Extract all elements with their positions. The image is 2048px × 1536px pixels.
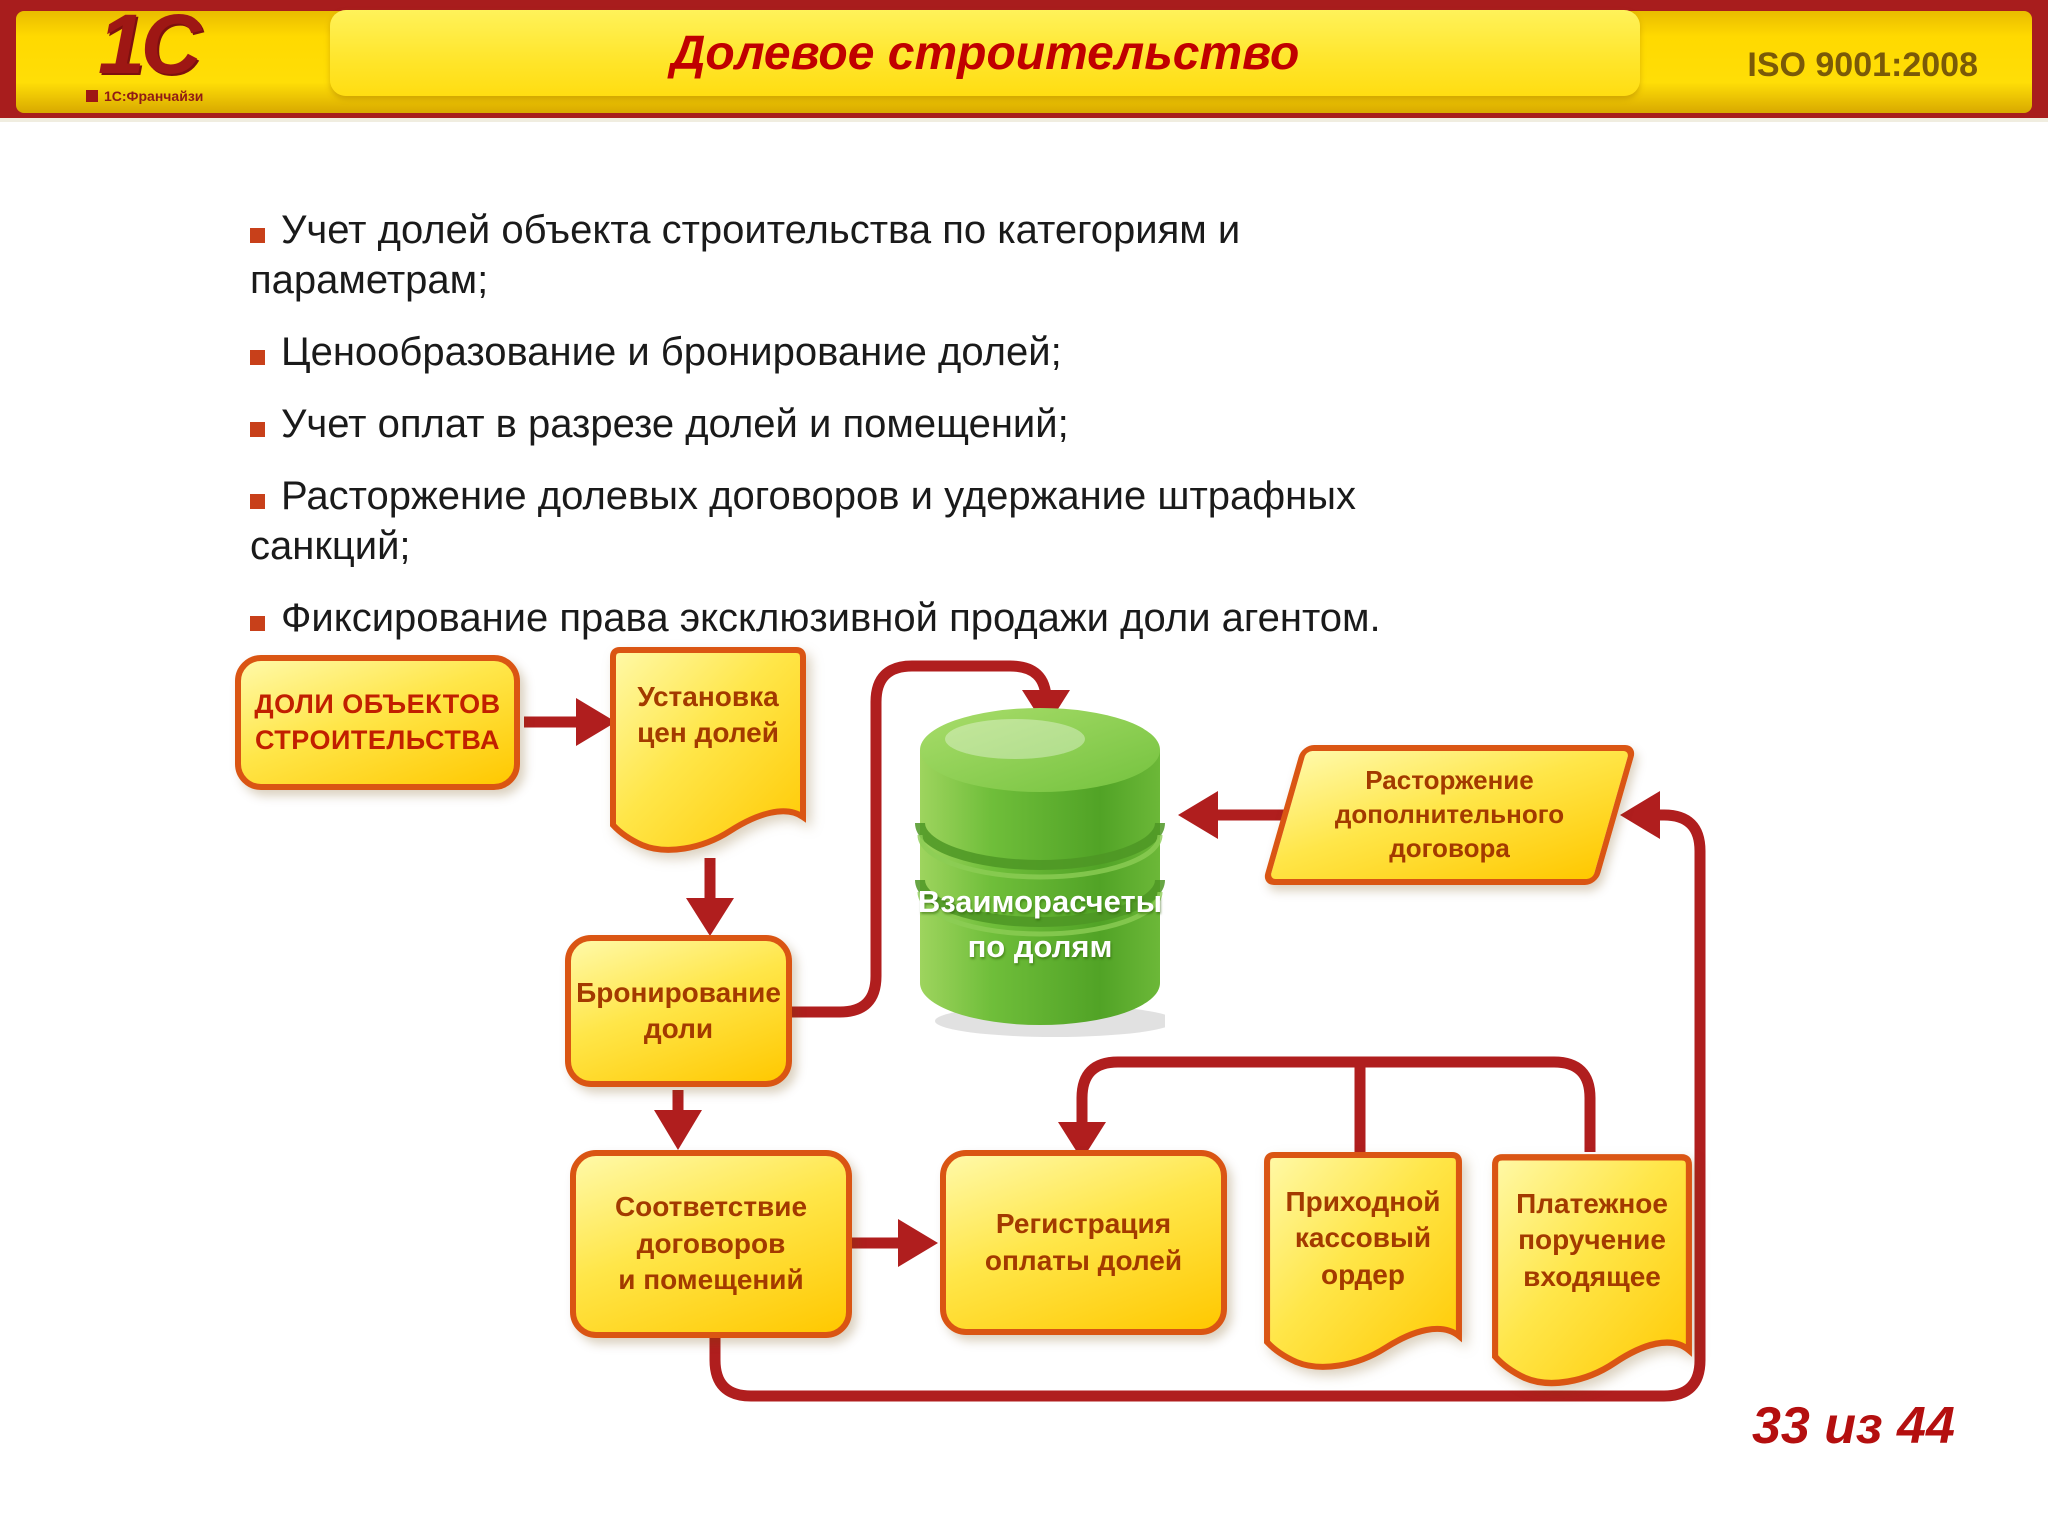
- title-panel: Долевое строительство: [330, 10, 1640, 96]
- node-label: ДОЛИ ОБЪЕКТОВ СТРОИТЕЛЬСТВА: [254, 689, 501, 755]
- connector-sootvetstvie-rastorzhenie: [709, 809, 1706, 1402]
- logo-caption-row: 1С:Франчайзи: [86, 88, 203, 104]
- node-payment-registration: Регистрация оплаты долей: [940, 1150, 1227, 1335]
- list-item: Расторжение долевых договоров и удержани…: [250, 471, 1440, 571]
- arrowhead: [686, 898, 734, 936]
- logo-square-icon: [86, 90, 98, 102]
- arrowhead: [654, 1110, 702, 1150]
- arrowhead: [1178, 791, 1218, 839]
- node-label: Расторжение дополнительного договора: [1334, 765, 1565, 863]
- node-contracts-premises-matching: Соответствие договоров и помещений: [570, 1150, 852, 1338]
- arrowhead: [576, 698, 616, 746]
- node-construction-shares: ДОЛИ ОБЪЕКТОВ СТРОИТЕЛЬСТВА: [235, 655, 520, 790]
- bullet-text: Учет оплат в разрезе долей и помещений;: [281, 402, 1069, 446]
- bullet-square-icon: [250, 422, 265, 437]
- connector-bron-vzaim: [792, 660, 1052, 1018]
- node-label: Соответствие договоров и помещений: [614, 1191, 808, 1296]
- page-number: 33 из 44: [1752, 1397, 1955, 1455]
- document-shape: [610, 647, 806, 853]
- node-label: Платежное поручение входящее: [1516, 1188, 1668, 1292]
- arrowhead: [1058, 1122, 1106, 1160]
- page-title: Долевое строительство: [670, 26, 1300, 80]
- bullet-text: Ценообразование и бронирование долей;: [281, 330, 1062, 374]
- node-label: Установка цен долей: [637, 681, 779, 749]
- node-settlements-database: Взаиморасчеты по долям: [915, 695, 1165, 1040]
- company-logo: 1С 1С:Франчайзи: [68, 0, 288, 106]
- connector-payments-branch: [1076, 1056, 1596, 1152]
- header-divider: [0, 118, 2048, 122]
- node-label: Бронирование доли: [576, 976, 781, 1044]
- document-shape: [1492, 1154, 1692, 1387]
- node-label: Приходной кассовый ордер: [1285, 1186, 1441, 1290]
- arrowhead: [898, 1219, 938, 1267]
- bullet-square-icon: [250, 350, 265, 365]
- bullet-square-icon: [250, 228, 265, 243]
- node-shape: [235, 655, 520, 790]
- node-label: Взаиморасчеты по долям: [917, 884, 1163, 964]
- bullet-list: Учет долей объекта строительства по кате…: [250, 205, 1440, 665]
- list-item: Ценообразование и бронирование долей;: [250, 327, 1440, 377]
- bullet-text: Расторжение долевых договоров и удержани…: [250, 474, 1357, 568]
- node-share-booking: Бронирование доли: [565, 935, 792, 1087]
- arrowhead: [1620, 791, 1660, 839]
- node-cash-receipt-order-document: Приходной кассовый ордер: [1262, 1150, 1464, 1380]
- logo-caption: 1С:Франчайзи: [104, 88, 204, 104]
- node-price-setting-document: Установка цен долей: [608, 645, 808, 860]
- node-contract-termination: Расторжение дополнительного договора: [1261, 745, 1638, 885]
- node-shape: [565, 935, 792, 1087]
- bullet-square-icon: [250, 494, 265, 509]
- bullet-text: Учет долей объекта строительства по кате…: [250, 208, 1241, 302]
- iso-certification-label: ISO 9001:2008: [1747, 46, 1978, 84]
- logo-1c-mark: 1С: [98, 0, 201, 91]
- database-cylinder-shape: [915, 708, 1165, 1037]
- document-shape: [1264, 1152, 1462, 1370]
- bullet-text: Фиксирование права эксклюзивной продажи …: [281, 596, 1381, 640]
- slide-header: 1С 1С:Франчайзи Долевое строительство IS…: [0, 0, 2048, 118]
- node-shape: [570, 1150, 852, 1338]
- list-item: Учет долей объекта строительства по кате…: [250, 205, 1440, 305]
- list-item: Фиксирование права эксклюзивной продажи …: [250, 593, 1440, 643]
- list-item: Учет оплат в разрезе долей и помещений;: [250, 399, 1440, 449]
- node-label: Регистрация оплаты долей: [984, 1208, 1183, 1276]
- node-shape: [940, 1150, 1227, 1335]
- node-incoming-payment-order-document: Платежное поручение входящее: [1490, 1152, 1694, 1397]
- bullet-square-icon: [250, 616, 265, 631]
